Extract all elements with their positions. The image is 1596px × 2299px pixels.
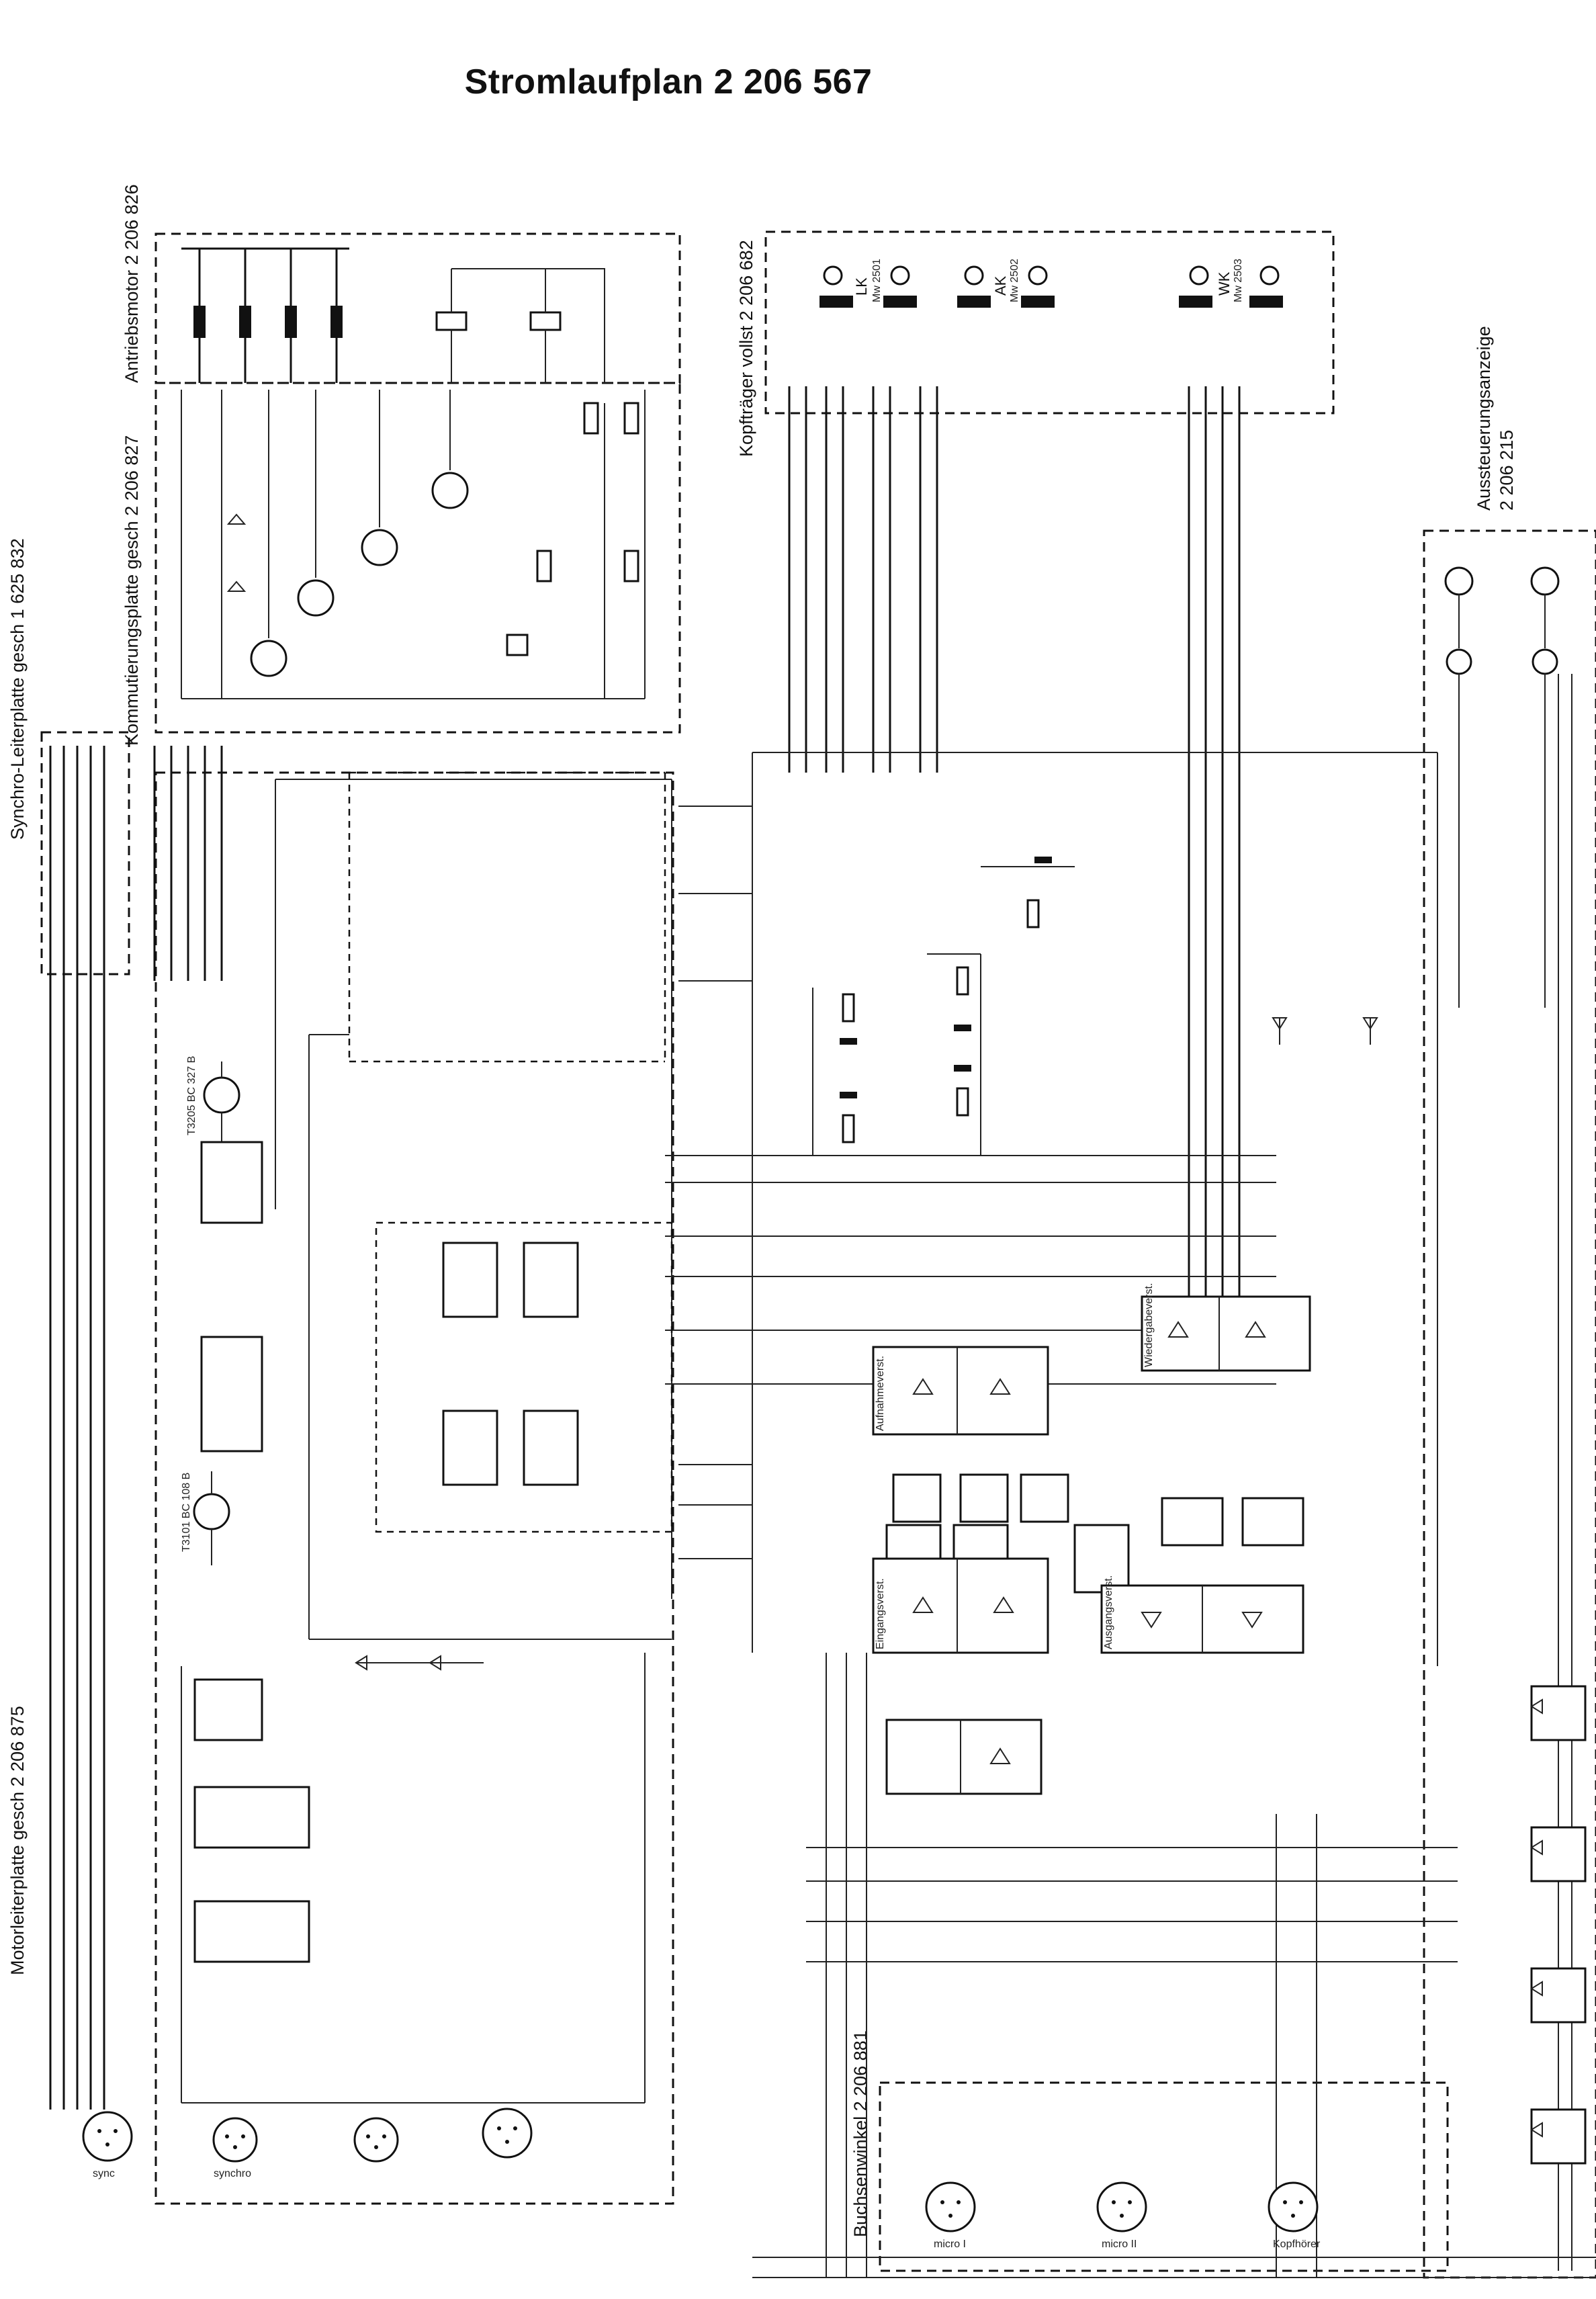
- aussteuerung-meters: [1444, 566, 1572, 2271]
- module-ausgang-label: Ausgangsverst.: [1103, 1575, 1114, 1649]
- socket-kopfhoerer-label: Kopfhörer: [1273, 2239, 1321, 2250]
- socket-synchro-label: synchro: [214, 2168, 251, 2179]
- head-wk-label: WK: [1216, 271, 1233, 296]
- label-kommutierungsplatte: Kommutierungsplatte gesch 2 206 827: [122, 435, 142, 746]
- module-wiedergabe-label: Wiedergabeverst.: [1143, 1283, 1155, 1367]
- socket-sync-label: sync: [93, 2168, 115, 2179]
- motor-windings: [181, 247, 605, 383]
- socket-micro1-label: micro I: [934, 2239, 966, 2250]
- label-antriebsmotor: Antriebsmotor 2 206 826: [122, 184, 142, 383]
- diodes: [355, 1017, 1543, 2138]
- label-kopftraeger: Kopfträger vollst 2 206 682: [736, 240, 756, 457]
- main-transistors: T3101 BC 108 B T3205 BC 327 B: [181, 1056, 240, 1565]
- motorleiterplatte-board: [154, 771, 674, 2205]
- label-aussteuerungsanzeige-number: 2 206 215: [1497, 430, 1517, 511]
- transistor-t3101-label: T3101 BC 108 B: [181, 1473, 192, 1552]
- connectors: [49, 386, 1241, 2110]
- main-wiring: [181, 752, 1596, 2278]
- label-synchro-leiterplatte: Synchro-Leiterplatte gesch 1 625 832: [7, 538, 28, 840]
- module-aufnahme-label: Aufnahmeverst.: [875, 1356, 886, 1431]
- label-motorleiterplatte: Motorleiterplatte gesch 2 206 875: [7, 1706, 28, 1975]
- din-sockets: sync synchro micro I micro II Kopfhörer: [82, 2108, 1321, 2250]
- synchro-board: [40, 731, 130, 975]
- socket-micro2-label: micro II: [1102, 2239, 1137, 2250]
- amplifier-modules: Wiedergabeverst. Aufnahmeverst. Eingangs…: [872, 1283, 1311, 1795]
- head-ak-ref: Mw 2502: [1009, 259, 1020, 302]
- antriebsmotor-board: [154, 232, 681, 384]
- transistor-t3205-label: T3205 BC 327 B: [186, 1056, 197, 1135]
- head-lk-label: LK: [853, 277, 870, 296]
- kommutierungsplatte-board: [154, 382, 681, 734]
- kopftraeger-board: [764, 230, 1335, 415]
- label-aussteuerungsanzeige-title: Aussteuerungsanzeige: [1474, 326, 1494, 511]
- page-title: Stromlaufplan 2 206 567: [464, 62, 873, 101]
- aussteuerung-board: [1423, 529, 1596, 2279]
- head-wk-ref: Mw 2503: [1233, 259, 1244, 302]
- filter-components: [812, 857, 1075, 1156]
- kopftraeger-heads: LK AK WK Mw 2501 Mw 2502 Mw 2503: [819, 259, 1283, 308]
- head-lk-ref: Mw 2501: [871, 259, 883, 302]
- kommutierung-transistors: [181, 390, 646, 699]
- module-eingang-label: Eingangsverst.: [875, 1578, 886, 1649]
- head-ak-label: AK: [992, 275, 1009, 296]
- buchsenwinkel-board: [879, 2081, 1449, 2272]
- label-buchsenwinkel: Buchsenwinkel 2 206 881: [850, 2030, 871, 2237]
